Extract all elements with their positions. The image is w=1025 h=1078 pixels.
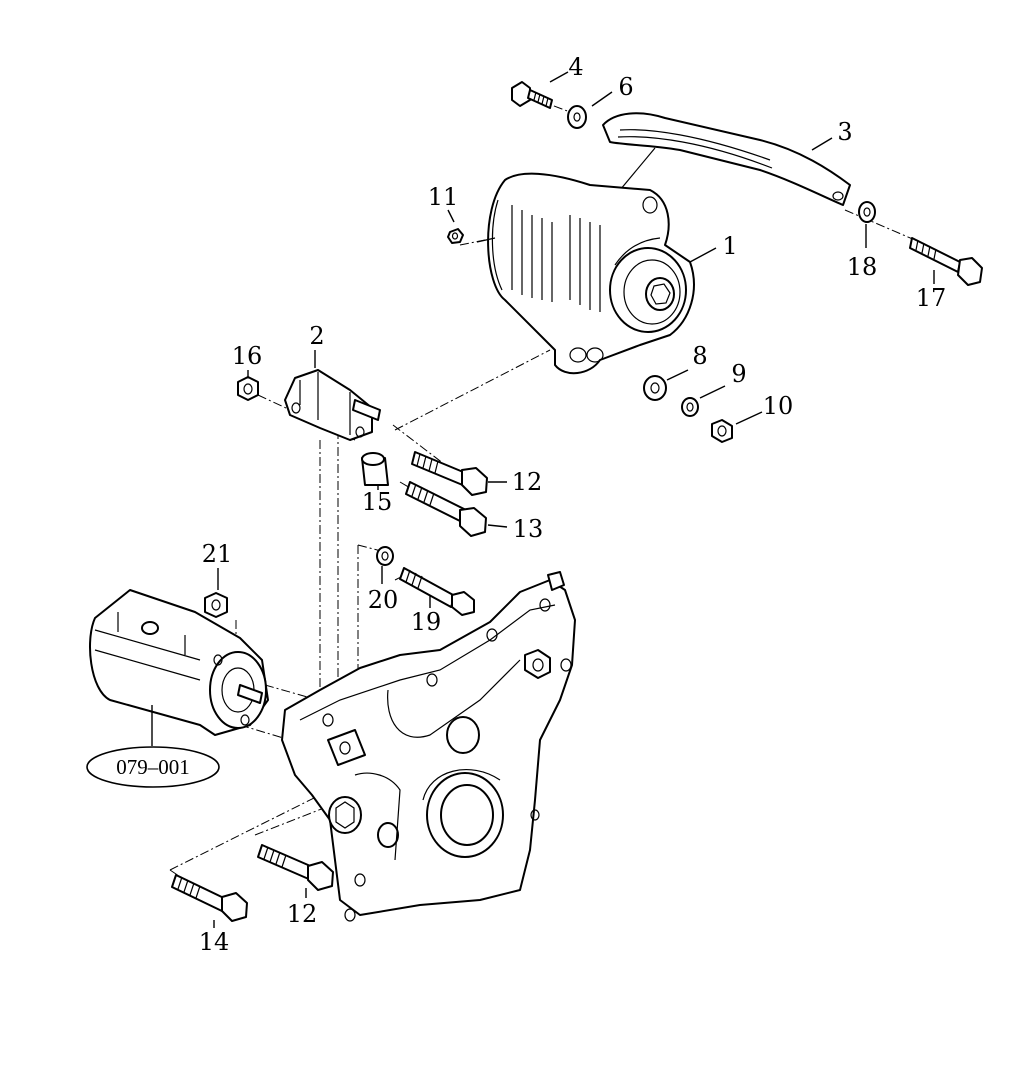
adjusting-bracket-part-3[interactable] [602, 112, 851, 206]
lock-washer-part-9[interactable] [681, 397, 699, 417]
part-labels: 4 6 3 11 1 18 17 2 16 8 9 10 12 13 15 21… [199, 53, 947, 956]
hydraulic-pump[interactable] [89, 589, 269, 736]
label-part-9: 9 [731, 360, 746, 388]
washer-part-18[interactable] [858, 201, 876, 223]
reference-oval [86, 746, 220, 788]
label-part-19: 19 [411, 608, 442, 636]
label-part-16: 16 [232, 342, 263, 370]
washer-part-8[interactable] [643, 375, 667, 401]
bolt-part-19[interactable] [399, 567, 475, 616]
nut-part-11[interactable] [447, 228, 464, 244]
leader-lines [151, 71, 935, 928]
spacer-part-15[interactable] [361, 452, 389, 486]
timing-cover[interactable] [281, 571, 576, 922]
label-part-13: 13 [513, 515, 544, 543]
alternator-part-1[interactable] [476, 172, 695, 375]
bolt-part-12-upper[interactable] [411, 451, 488, 496]
label-part-21: 21 [202, 540, 233, 568]
label-part-11: 11 [428, 183, 459, 211]
nut-part-10[interactable] [711, 419, 733, 443]
reference-callout[interactable]: 079–001 [86, 746, 220, 788]
label-part-3: 3 [837, 118, 852, 146]
nut-part-21[interactable] [204, 592, 228, 618]
bolt-part-17[interactable] [909, 237, 983, 286]
nut-part-16[interactable] [237, 376, 259, 401]
label-part-10: 10 [763, 392, 794, 420]
washer-part-6[interactable] [567, 105, 587, 129]
label-part-1: 1 [722, 232, 737, 260]
bracket-part-2[interactable] [284, 369, 381, 441]
label-part-18: 18 [847, 253, 878, 281]
label-part-14: 14 [199, 928, 230, 956]
label-part-6: 6 [618, 73, 633, 101]
label-part-4: 4 [568, 53, 583, 81]
bolt-part-14[interactable] [171, 874, 248, 922]
label-part-12-lower: 12 [287, 900, 318, 928]
bolt-part-4[interactable] [511, 81, 553, 109]
label-part-15: 15 [362, 488, 393, 516]
label-part-20: 20 [368, 586, 399, 614]
washer-part-20[interactable] [376, 546, 394, 566]
label-part-12-upper: 12 [512, 468, 543, 496]
label-part-8: 8 [692, 342, 707, 370]
label-part-2: 2 [309, 322, 324, 350]
reference-number: 079–001 [116, 755, 190, 779]
bolt-part-12-lower[interactable] [257, 844, 334, 891]
label-part-17: 17 [916, 284, 947, 312]
bolt-part-13[interactable] [405, 481, 487, 537]
